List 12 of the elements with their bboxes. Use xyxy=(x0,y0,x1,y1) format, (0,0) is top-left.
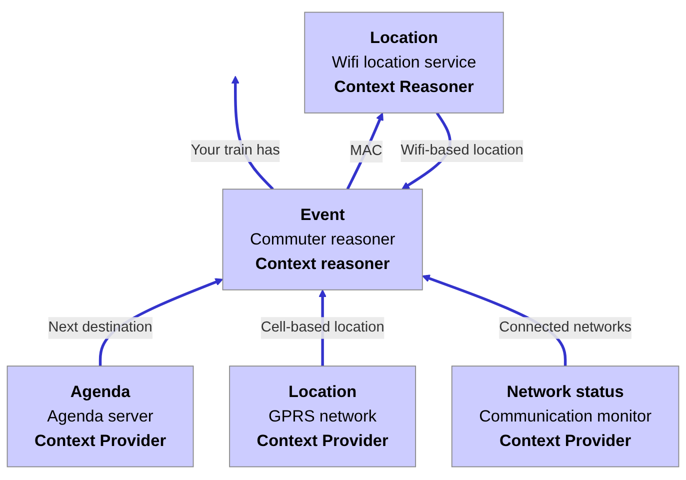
node-box: Event Commuter reasoner Context reasoner xyxy=(222,189,423,291)
edge-label: Cell-based location xyxy=(260,320,384,336)
node-box: Network status Communication monitor Context Provider xyxy=(451,366,680,468)
edge-label: Your train has xyxy=(190,143,280,159)
node-box: Location Wifi location service Context Reasoner xyxy=(304,12,504,114)
edge-label: Wifi-based location xyxy=(400,143,524,159)
arrow xyxy=(346,113,384,190)
node-box: Agenda Agenda server Context Provider xyxy=(6,366,194,468)
edge-label: Next destination xyxy=(48,320,152,336)
edge-label: Connected networks xyxy=(499,320,632,336)
edge-label: MAC xyxy=(350,144,382,160)
node-box: Location GPRS network Context Provider xyxy=(229,366,416,468)
